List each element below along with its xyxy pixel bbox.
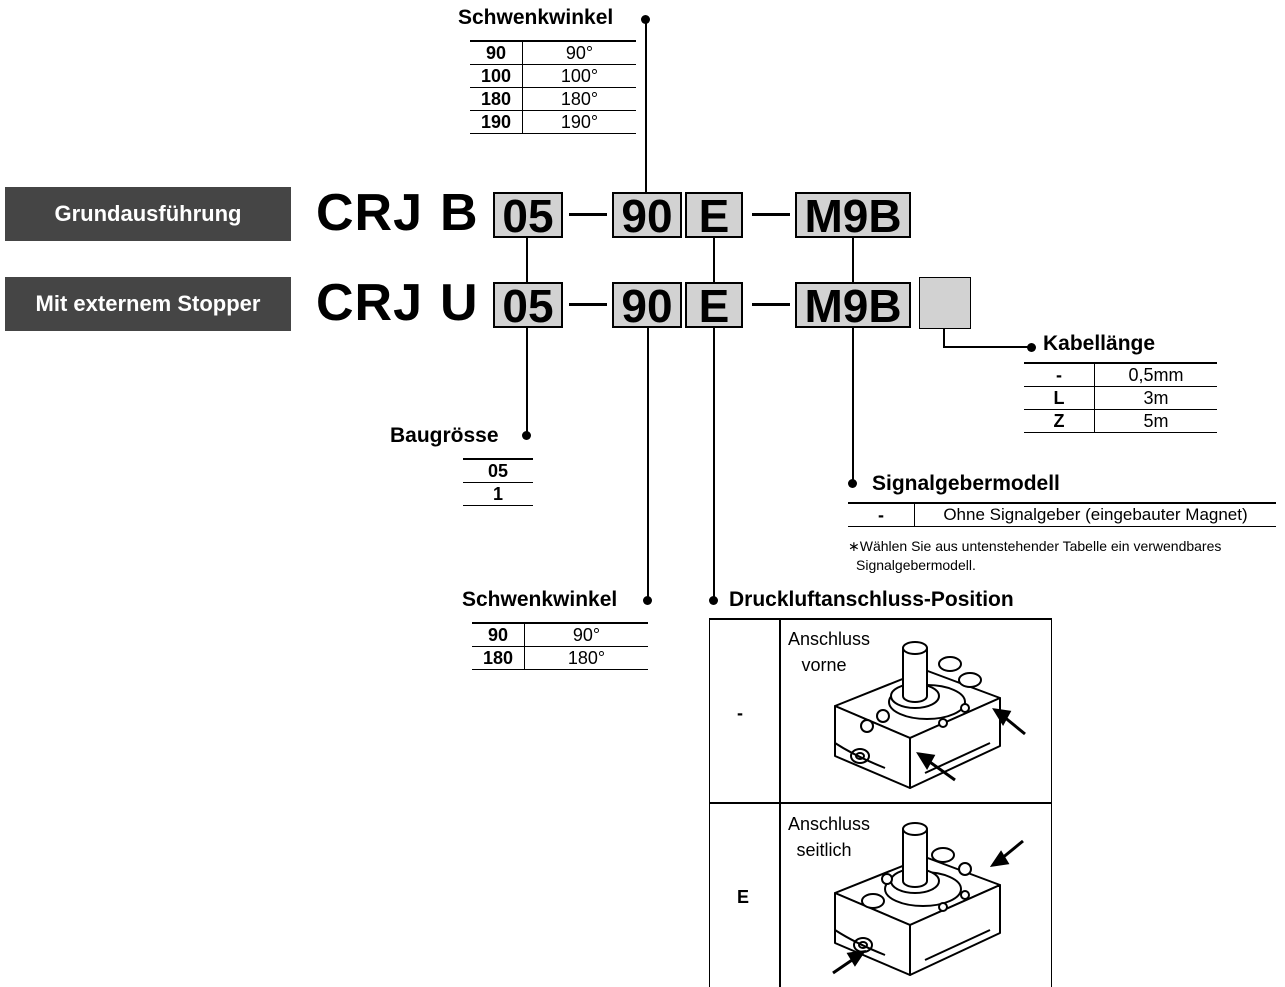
rotation-value: 190° [522, 110, 636, 134]
rotation-code: 180 [472, 646, 525, 670]
table-row: Z 5m [1024, 409, 1217, 433]
cable-value: 3m [1094, 386, 1217, 410]
actuator-side-port-illustration [832, 822, 1024, 976]
leader-line [943, 346, 1031, 348]
table-row: L 3m [1024, 386, 1217, 410]
table-row: 1 [463, 482, 533, 506]
leader-line [713, 328, 715, 600]
rotation-code: 190 [470, 110, 523, 134]
separator-dash [752, 213, 790, 216]
table-row: 190 190° [470, 110, 636, 134]
series-code-stopper: CRJ [316, 274, 424, 332]
rotation-code: 90 [470, 40, 523, 65]
leader-line [943, 329, 945, 348]
rotation-stopper-table: 90 90° 180 180° [472, 622, 648, 670]
switch-code-box-stopper: M9B [795, 282, 911, 329]
rotation-value: 180° [522, 87, 636, 111]
rotation-value: 90° [524, 622, 648, 647]
port-code: E [737, 887, 750, 907]
switch-title: Signalgebermodell [872, 472, 1060, 495]
cable-code: - [1024, 362, 1095, 387]
rotation-basic-table: 90 90° 100 100° 180 180° 190 190° [470, 40, 636, 134]
leader-line [645, 20, 647, 192]
switch-code-box-basic: M9B [795, 192, 911, 239]
size-code: 1 [463, 482, 533, 506]
leader-line [526, 238, 528, 282]
size-table: 05 1 [463, 458, 533, 506]
variant-basic-label: Grundausführung [5, 187, 291, 241]
rotation-code: 100 [470, 64, 523, 88]
port-caption: Anschluss vorne [788, 629, 871, 675]
cable-table: - 0,5mm L 3m Z 5m [1024, 362, 1217, 433]
leader-line [526, 328, 528, 435]
switch-table: - Ohne Signalgeber (eingebauter Magnet) [848, 502, 1276, 527]
rotation-code: 90 [472, 622, 525, 647]
leader-dot [1027, 343, 1036, 352]
separator-dash [752, 303, 790, 306]
rotation-value: 90° [522, 40, 636, 65]
cable-code: Z [1024, 409, 1095, 433]
rotation-code: 180 [470, 87, 523, 111]
cable-value: 0,5mm [1094, 362, 1217, 387]
port-code-box-basic: E [685, 192, 743, 239]
size-code-box-basic: 05 [493, 192, 563, 239]
leader-dot [522, 431, 531, 440]
switch-note-line1: ∗Wählen Sie aus untenstehender Tabelle e… [848, 538, 1222, 554]
table-row: - Ohne Signalgeber (eingebauter Magnet) [848, 502, 1276, 527]
rotation-basic-title: Schwenkwinkel [458, 6, 614, 29]
actuator-front-port-illustration [834, 641, 1026, 789]
size-title: Baugrösse [390, 424, 499, 447]
cable-title: Kabellänge [1043, 332, 1156, 355]
leader-line [852, 328, 854, 482]
port-code: - [737, 703, 743, 723]
port-title: Druckluftanschluss-Position [729, 588, 1014, 611]
leader-line [647, 328, 649, 600]
table-row: - 0,5mm [1024, 362, 1217, 387]
switch-code: - [848, 502, 915, 527]
rotation-stopper-title: Schwenkwinkel [462, 588, 618, 611]
leader-dot [709, 596, 718, 605]
size-code-box-stopper: 05 [493, 282, 563, 329]
table-row: 100 100° [470, 64, 636, 88]
cable-value: 5m [1094, 409, 1217, 433]
table-row: 180 180° [472, 646, 648, 670]
variant-stopper-label: Mit externem Stopper [5, 277, 291, 331]
leader-line [713, 238, 715, 282]
angle-code-box-stopper: 90 [612, 282, 682, 329]
table-row: 90 90° [472, 622, 648, 647]
rotation-value: 100° [522, 64, 636, 88]
leader-dot [643, 596, 652, 605]
cable-code-box-empty [919, 277, 971, 329]
table-divider [709, 802, 1052, 804]
type-code-stopper: U [440, 274, 479, 332]
port-caption: Anschluss seitlich [788, 814, 871, 860]
table-row: 05 [463, 458, 533, 483]
separator-dash [569, 303, 607, 306]
size-code: 05 [463, 458, 533, 483]
table-row: 180 180° [470, 87, 636, 111]
type-code-basic: B [440, 184, 479, 242]
separator-dash [569, 213, 607, 216]
rotation-value: 180° [524, 646, 648, 670]
angle-code-box-basic: 90 [612, 192, 682, 239]
port-code-box-stopper: E [685, 282, 743, 329]
table-row: 90 90° [470, 40, 636, 65]
switch-note-line2: Signalgebermodell. [856, 557, 976, 573]
leader-line [852, 238, 854, 282]
switch-value: Ohne Signalgeber (eingebauter Magnet) [914, 502, 1276, 527]
leader-dot [848, 479, 857, 488]
cable-code: L [1024, 386, 1095, 410]
series-code-basic: CRJ [316, 184, 424, 242]
leader-dot [641, 15, 650, 24]
